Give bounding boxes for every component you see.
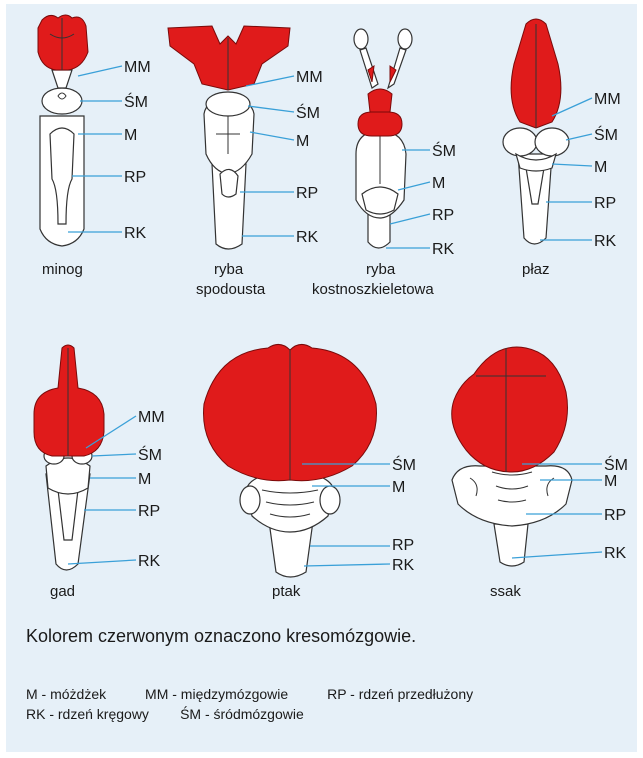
animal-name-kostno-1: ryba [366,261,396,278]
diagram-panel: .red { fill:#e01b1b; stroke:#7a0a0a; str… [6,4,637,752]
label-rp-ptak: RP [392,537,414,554]
brain-minog [38,15,88,246]
animal-name-ssak: ssak [490,583,521,600]
legend-rp: RP - rdzeń przedłużony [327,686,473,702]
label-m-minog: M [124,127,137,144]
label-rp-spodousta: RP [296,185,318,202]
label-rp-ssak: RP [604,507,626,524]
label-m-plaz: M [594,159,607,176]
label-sm-kostno: ŚM [432,141,456,160]
brain-plaz [503,19,569,244]
label-sm-gad: ŚM [138,445,162,464]
legend-row-1: M - móżdżek MM - międzymózgowie RP - rdz… [26,686,473,702]
label-rk-ssak: RK [604,545,627,562]
animal-name-ptak: ptak [272,583,301,600]
brain-ryba-spodousta [168,26,290,249]
label-mm-plaz: MM [594,91,621,108]
animal-name-gad: gad [50,583,75,600]
label-sm-spodousta: ŚM [296,103,320,122]
label-rk-ptak: RK [392,557,415,574]
label-rk-spodousta: RK [296,229,319,246]
label-m-gad: M [138,471,151,488]
legend-row-2: RK - rdzeń kręgowy ŚM - śródmózgowie [26,706,304,722]
label-rp-plaz: RP [594,195,616,212]
legend-mm: MM - międzymózgowie [145,686,288,702]
label-rp-kostno: RP [432,207,454,224]
label-rp-minog: RP [124,169,146,186]
legend-rk: RK - rdzeń kręgowy [26,706,149,722]
label-sm-minog: ŚM [124,92,148,111]
legend-sm: ŚM - śródmózgowie [180,706,304,722]
legend-m: M - móżdżek [26,686,106,702]
animal-name-minog: minog [42,261,83,278]
label-rk-minog: RK [124,225,147,242]
label-rk-gad: RK [138,553,161,570]
label-m-spodousta: M [296,133,309,150]
label-mm-minog: MM [124,59,151,76]
brain-gad [34,345,104,570]
animal-name-plaz: płaz [522,261,550,278]
animal-name-kostno-2: kostnoszkieletowa [312,281,434,298]
label-m-kostno: M [432,175,445,192]
caption: Kolorem czerwonym oznaczono kresomózgowi… [26,626,416,647]
label-mm-spodousta: MM [296,69,323,86]
animal-name-spodousta-1: ryba [214,261,244,278]
label-mm-gad: MM [138,409,165,426]
label-m-ssak: M [604,473,617,490]
brain-ptak [204,344,377,577]
label-rk-plaz: RK [594,233,617,250]
label-sm-plaz: ŚM [594,125,618,144]
label-sm-ptak: ŚM [392,455,416,474]
animal-name-spodousta-2: spodousta [196,281,266,298]
label-sm-ssak: ŚM [604,455,628,474]
brain-ryba-kostnoszkieletowa [354,29,412,248]
label-rk-kostno: RK [432,241,455,258]
label-m-ptak: M [392,479,405,496]
brain-ssak [452,347,572,566]
label-rp-gad: RP [138,503,160,520]
